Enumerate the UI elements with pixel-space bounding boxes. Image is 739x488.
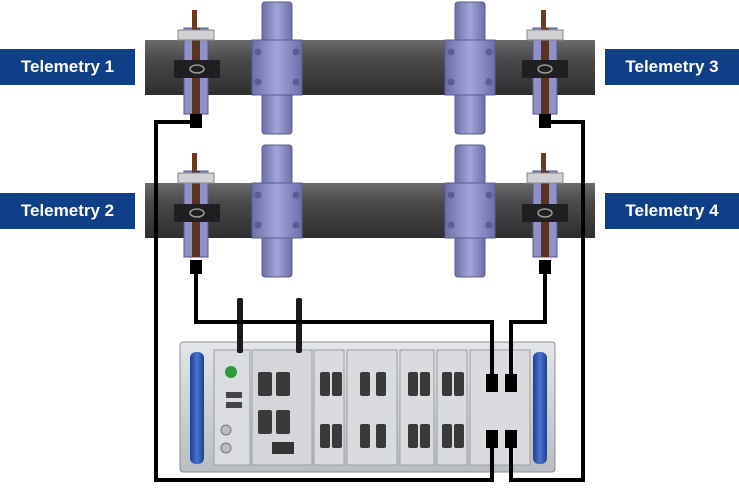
- left-handle: [190, 352, 204, 464]
- connector-telemetry-4: [539, 260, 551, 274]
- connectors: [190, 114, 551, 448]
- right-handle: [533, 352, 547, 464]
- upper-left-flange: [251, 1, 303, 135]
- io-modules: [313, 349, 531, 466]
- connector-telemetry-2: [190, 260, 202, 274]
- connector-telemetry-1: [190, 114, 202, 128]
- cable-telemetry-3: [509, 120, 585, 482]
- lower-shaft-assembly: [145, 144, 595, 278]
- telemetry-3-collar: [522, 10, 568, 115]
- telemetry-4-collar: [522, 153, 568, 258]
- connector-telemetry-3: [539, 114, 551, 128]
- chassis-connector-3: [486, 430, 498, 448]
- chassis-connector-1: [486, 374, 498, 392]
- antenna-right: [296, 298, 302, 353]
- telemetry-2-collar: [174, 153, 220, 258]
- telemetry-1-collar: [174, 10, 220, 115]
- power-icon: [225, 366, 237, 378]
- antenna-left: [237, 298, 243, 353]
- chassis-connector-4: [505, 430, 517, 448]
- cable-telemetry-4: [509, 268, 547, 382]
- lower-right-flange: [444, 144, 496, 278]
- cables: [154, 120, 585, 482]
- cable-telemetry-2: [194, 268, 494, 382]
- cable-telemetry-1: [154, 120, 494, 482]
- telemetry-2-label: Telemetry 2: [0, 193, 135, 229]
- upper-right-flange: [444, 1, 496, 135]
- telemetry-3-label: Telemetry 3: [605, 49, 739, 85]
- controller-module: [213, 349, 313, 466]
- lower-left-flange: [251, 144, 303, 278]
- telemetry-1-label: Telemetry 1: [0, 49, 135, 85]
- chassis-connector-2: [505, 374, 517, 392]
- telemetry-4-label: Telemetry 4: [605, 193, 739, 229]
- data-acquisition-chassis: [179, 298, 556, 473]
- upper-shaft-assembly: [145, 1, 595, 135]
